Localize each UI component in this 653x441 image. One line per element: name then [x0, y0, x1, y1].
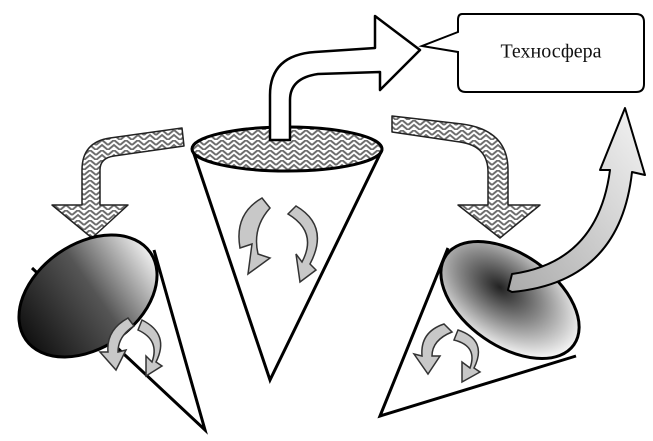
technosphere-label: Техносфера [500, 41, 601, 63]
technosphere-bubble: Техносфера [418, 13, 645, 93]
left-cycle-icon [98, 317, 164, 378]
right-cycle-icon [412, 323, 482, 384]
arrow-to-left-cone [51, 127, 185, 239]
arrow-to-technosphere [268, 14, 422, 142]
right-cone [377, 240, 581, 419]
arrow-to-right-cone [391, 115, 541, 239]
center-cycle-icon [238, 197, 319, 284]
center-cone [190, 125, 384, 384]
curved-arrow-to-technosphere [507, 107, 646, 293]
left-cone [17, 233, 208, 435]
